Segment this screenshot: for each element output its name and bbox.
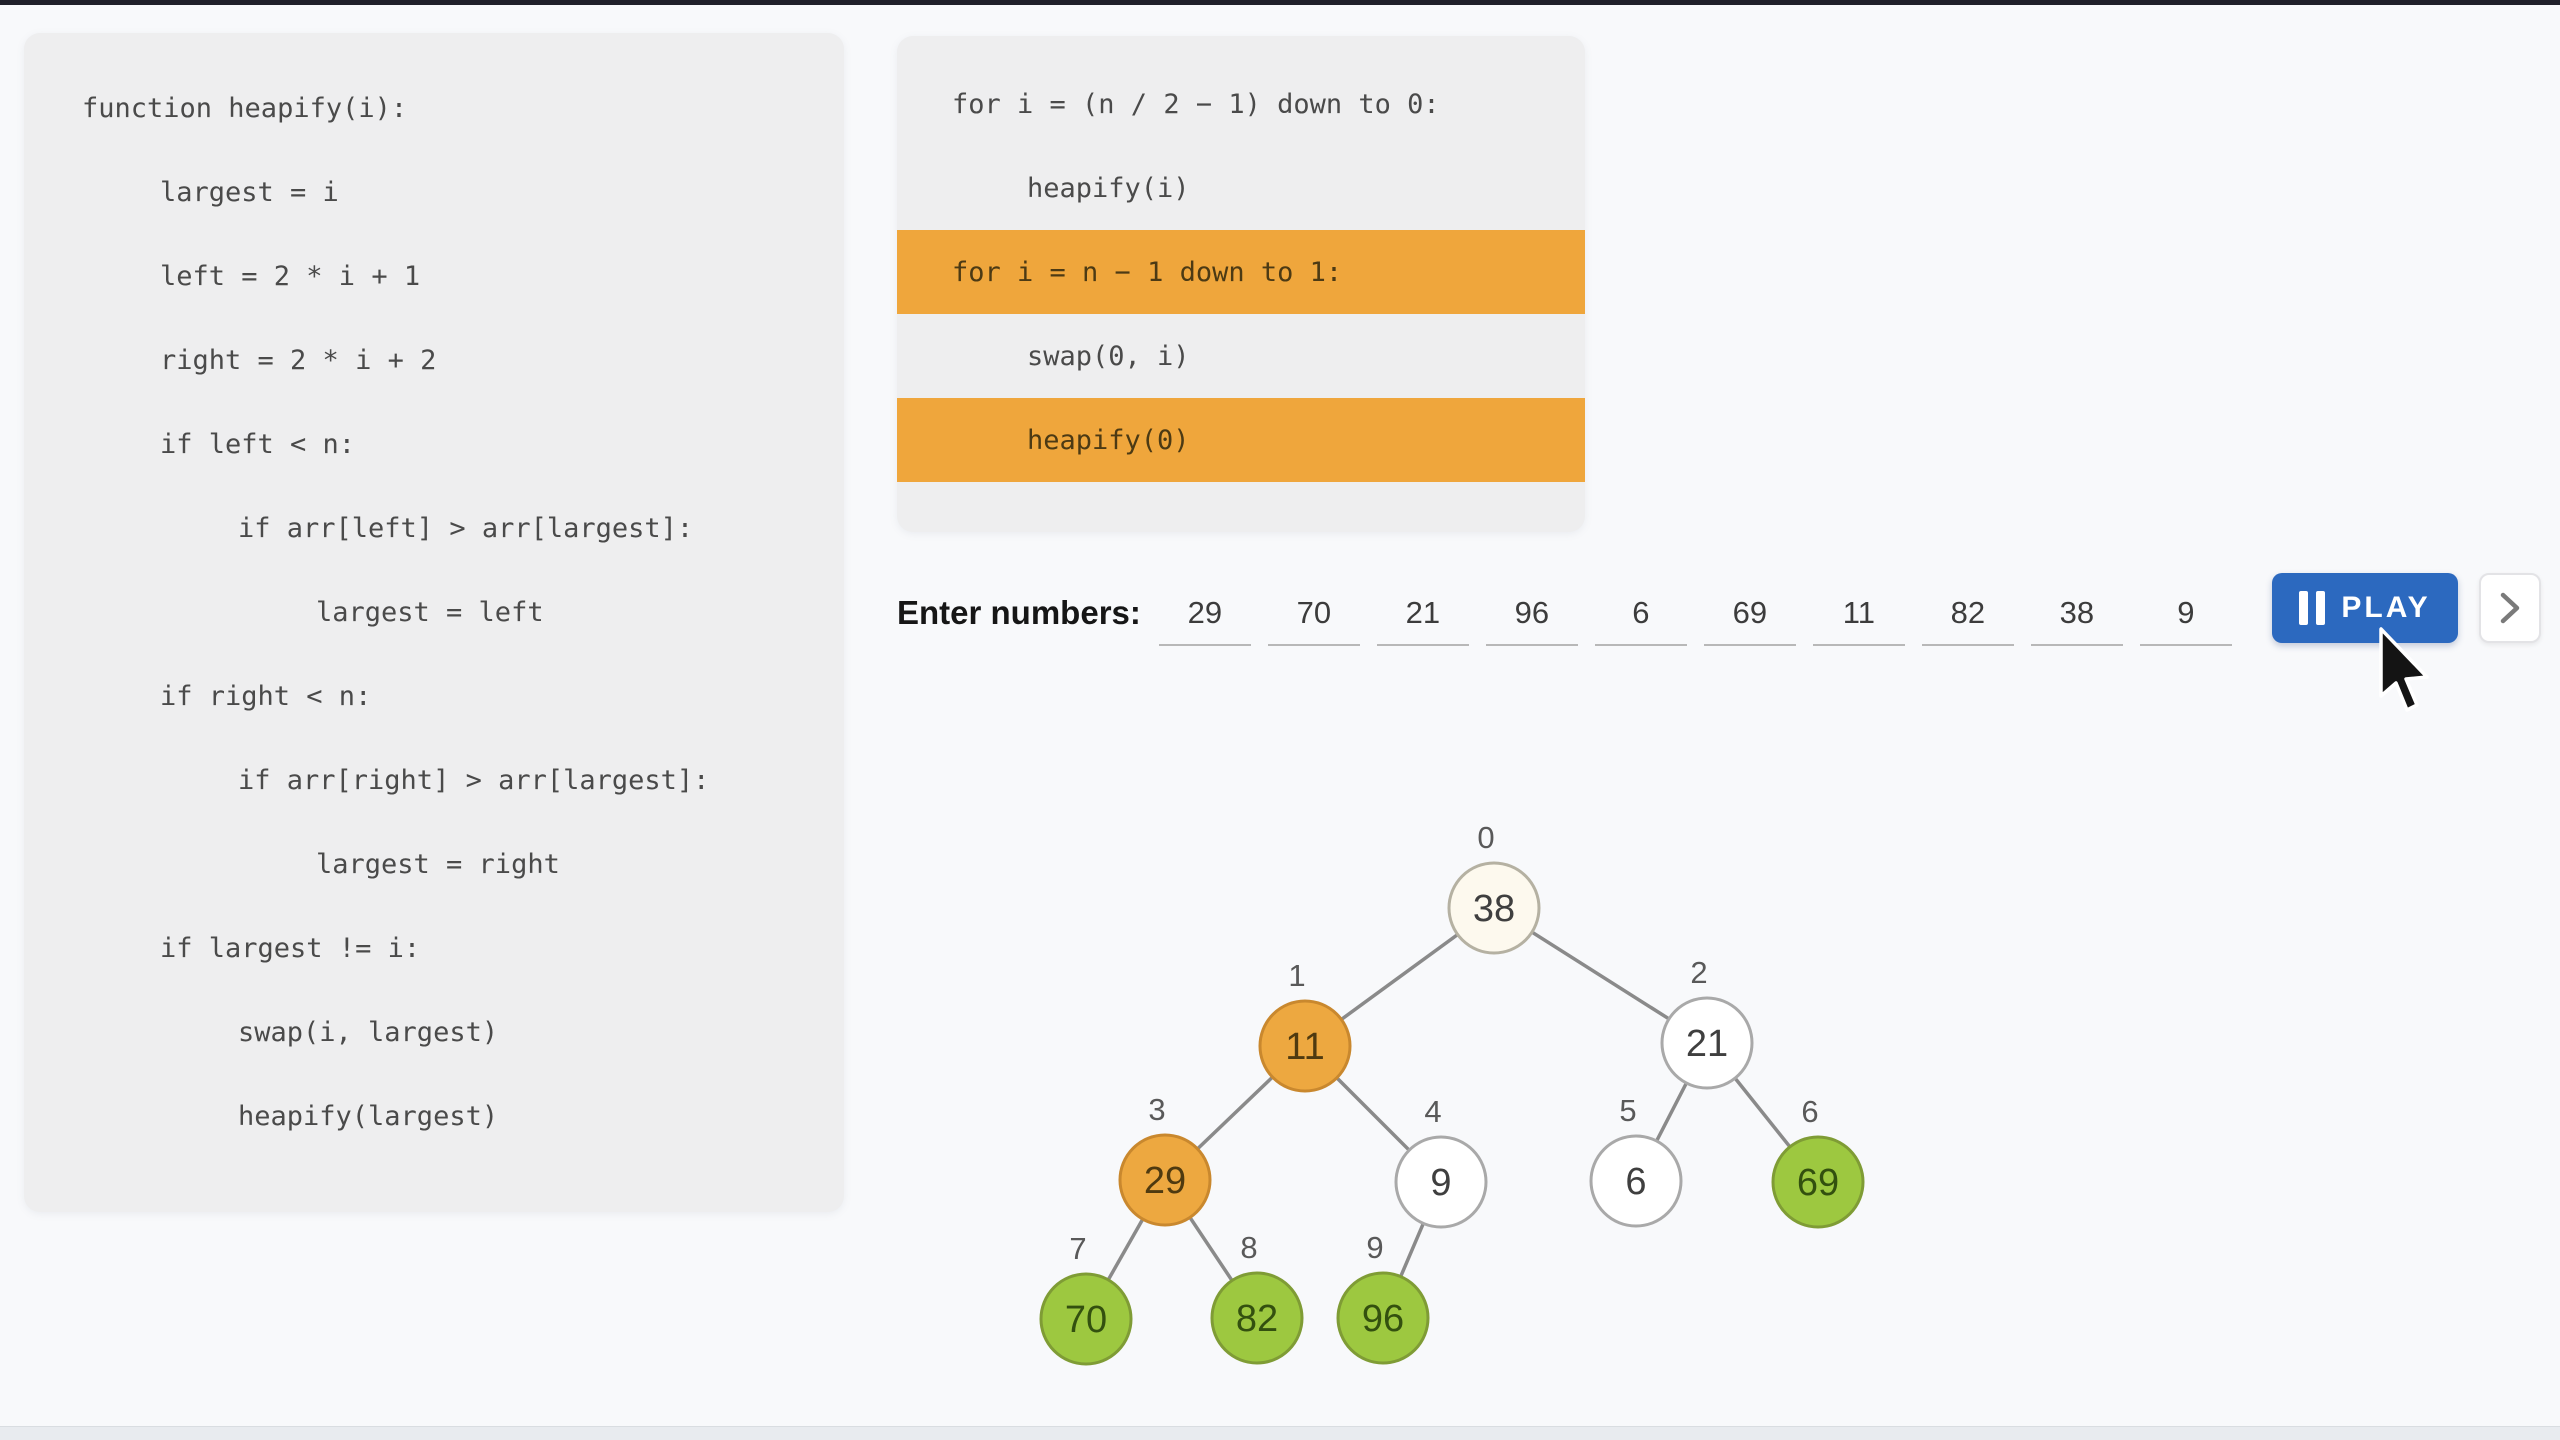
node-index-label: 6 xyxy=(1801,1094,1818,1129)
node-circle xyxy=(1447,861,1541,955)
node-value: 38 xyxy=(1473,888,1515,930)
node-index-label: 7 xyxy=(1069,1231,1086,1266)
code-line: right = 2 * i + 2 xyxy=(160,344,437,376)
node-value: 70 xyxy=(1065,1299,1107,1341)
code-line: heapify(largest) xyxy=(238,1100,499,1132)
heapify-pseudocode-panel: function heapify(i): largest = i left = 2 … xyxy=(24,33,844,1212)
number-input[interactable]: 69 xyxy=(1703,595,1796,646)
tree-node: 49 xyxy=(1394,1094,1488,1229)
play-button[interactable]: PLAY xyxy=(2272,573,2458,643)
number-input[interactable]: 38 xyxy=(2030,595,2123,646)
number-input[interactable]: 21 xyxy=(1376,595,1469,646)
number-input[interactable]: 82 xyxy=(1921,595,2014,646)
tree-node: 7 70 xyxy=(1039,1231,1133,1366)
tree-node: 2 21 xyxy=(1660,955,1754,1090)
node-index-label: 5 xyxy=(1619,1093,1636,1128)
code-line: left = 2 * i + 1 xyxy=(160,260,421,292)
node-value: 69 xyxy=(1797,1162,1839,1204)
heapsort-mainloop-panel: for i = (n / 2 − 1) down to 0: heapify(i)… xyxy=(897,36,1585,532)
tree-node: 111 xyxy=(1258,958,1352,1093)
node-value: 96 xyxy=(1362,1298,1404,1340)
code-line-highlighted: heapify(0) xyxy=(897,398,1585,482)
tree-node: 6 69 xyxy=(1771,1094,1865,1229)
code-line: if left < n: xyxy=(160,428,356,460)
tree-node: 3 29 xyxy=(1118,1092,1212,1227)
code-line: if arr[right] > arr[largest]: xyxy=(238,764,710,796)
top-border-strip xyxy=(0,0,2560,5)
code-line: swap(0, i) xyxy=(1027,340,1190,372)
number-input[interactable]: 9 xyxy=(2139,595,2232,646)
code-line: largest = left xyxy=(316,596,544,628)
node-index-label: 3 xyxy=(1148,1092,1165,1127)
node-circle xyxy=(1258,999,1352,1093)
node-value: 21 xyxy=(1686,1023,1728,1065)
number-input[interactable]: 29 xyxy=(1158,595,1251,646)
node-circle xyxy=(1210,1271,1304,1365)
bottom-border-strip xyxy=(0,1426,2560,1440)
tree-node: 56 xyxy=(1589,1093,1683,1228)
enter-numbers-label: Enter numbers: xyxy=(897,594,1141,631)
tree-node: 0 38 xyxy=(1447,820,1541,955)
code-line: heapify(i) xyxy=(1027,172,1190,204)
code-line: swap(i, largest) xyxy=(238,1016,499,1048)
node-value: 11 xyxy=(1285,1026,1324,1068)
node-circle xyxy=(1589,1134,1683,1228)
node-index-label: 1 xyxy=(1288,958,1305,993)
code-line: largest = i xyxy=(160,176,339,208)
number-input[interactable]: 11 xyxy=(1812,595,1905,646)
code-line: if right < n: xyxy=(160,680,372,712)
node-index-label: 8 xyxy=(1240,1230,1257,1265)
number-input[interactable]: 70 xyxy=(1267,595,1360,646)
step-forward-button[interactable] xyxy=(2479,573,2541,643)
node-circle xyxy=(1336,1271,1430,1365)
code-line: largest = right xyxy=(316,848,560,880)
node-circle xyxy=(1771,1135,1865,1229)
code-line: if arr[left] > arr[largest]: xyxy=(238,512,694,544)
chevron-right-icon xyxy=(2500,592,2520,624)
code-line: if largest != i: xyxy=(160,932,421,964)
play-button-label: PLAY xyxy=(2341,591,2431,624)
node-value: 6 xyxy=(1625,1161,1646,1203)
node-index-label: 4 xyxy=(1424,1094,1441,1129)
number-input-row: Enter numbers: 29 70 21 96 6 69 11 82 38 9 xyxy=(897,560,2249,646)
node-value: 9 xyxy=(1430,1162,1451,1204)
code-line: function heapify(i): xyxy=(82,92,408,124)
node-value: 82 xyxy=(1236,1298,1278,1340)
node-index-label: 9 xyxy=(1366,1230,1383,1265)
node-value: 29 xyxy=(1144,1160,1186,1202)
node-circle xyxy=(1394,1135,1488,1229)
node-index-label: 0 xyxy=(1477,820,1494,855)
number-fields: 29 70 21 96 6 69 11 82 38 9 xyxy=(1158,595,2249,646)
number-input[interactable]: 96 xyxy=(1485,595,1578,646)
node-circle xyxy=(1660,996,1754,1090)
node-circle xyxy=(1039,1272,1133,1366)
node-circle xyxy=(1118,1133,1212,1227)
code-line: for i = (n / 2 − 1) down to 0: xyxy=(952,88,1440,120)
number-input[interactable]: 6 xyxy=(1594,595,1687,646)
node-index-label: 2 xyxy=(1690,955,1707,990)
tree-node: 8 82 xyxy=(1210,1230,1304,1365)
code-line-highlighted: for i = n − 1 down to 1: xyxy=(897,230,1585,314)
tree-node: 9 96 xyxy=(1336,1230,1430,1365)
pause-icon xyxy=(2299,591,2326,625)
